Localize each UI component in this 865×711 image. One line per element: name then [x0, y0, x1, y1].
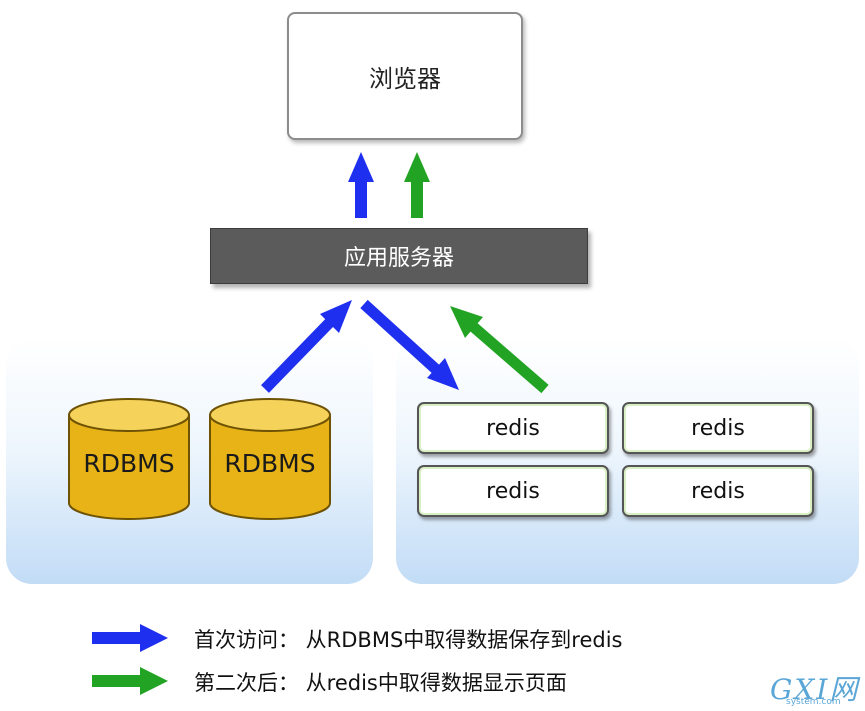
legend-green-arrow-icon — [92, 667, 168, 695]
redis-node: redis — [622, 402, 814, 454]
legend-first-access: 首次访问： 从RDBMS中取得数据保存到redis — [194, 628, 623, 652]
watermark-logo: GXI网 system.com — [770, 668, 860, 708]
redis-node: redis — [622, 465, 814, 517]
legend-blue-arrow-icon — [92, 624, 168, 652]
green-arrow-redis-to-server — [450, 306, 549, 394]
legend-subsequent-access: 第二次后： 从redis中取得数据显示页面 — [194, 671, 567, 695]
watermark-url: system.com — [786, 697, 841, 707]
blue-arrow-server-to-redis — [360, 299, 459, 390]
database-label: RDBMS — [224, 449, 316, 478]
blue-arrow-db-to-server — [261, 300, 352, 393]
redis-node: redis — [417, 465, 609, 517]
database-cylinder-icon — [209, 398, 331, 520]
redis-panel — [396, 338, 859, 584]
watermark-logo-text: GXI网 — [770, 673, 860, 706]
database-cylinder-icon — [68, 398, 190, 520]
app-server-node: 应用服务器 — [210, 228, 588, 284]
blue-arrow-to-browser — [348, 152, 374, 218]
green-arrow-to-browser — [404, 152, 430, 218]
database-label: RDBMS — [83, 449, 175, 478]
redis-node: redis — [417, 402, 609, 454]
browser-node: 浏览器 — [287, 12, 523, 140]
